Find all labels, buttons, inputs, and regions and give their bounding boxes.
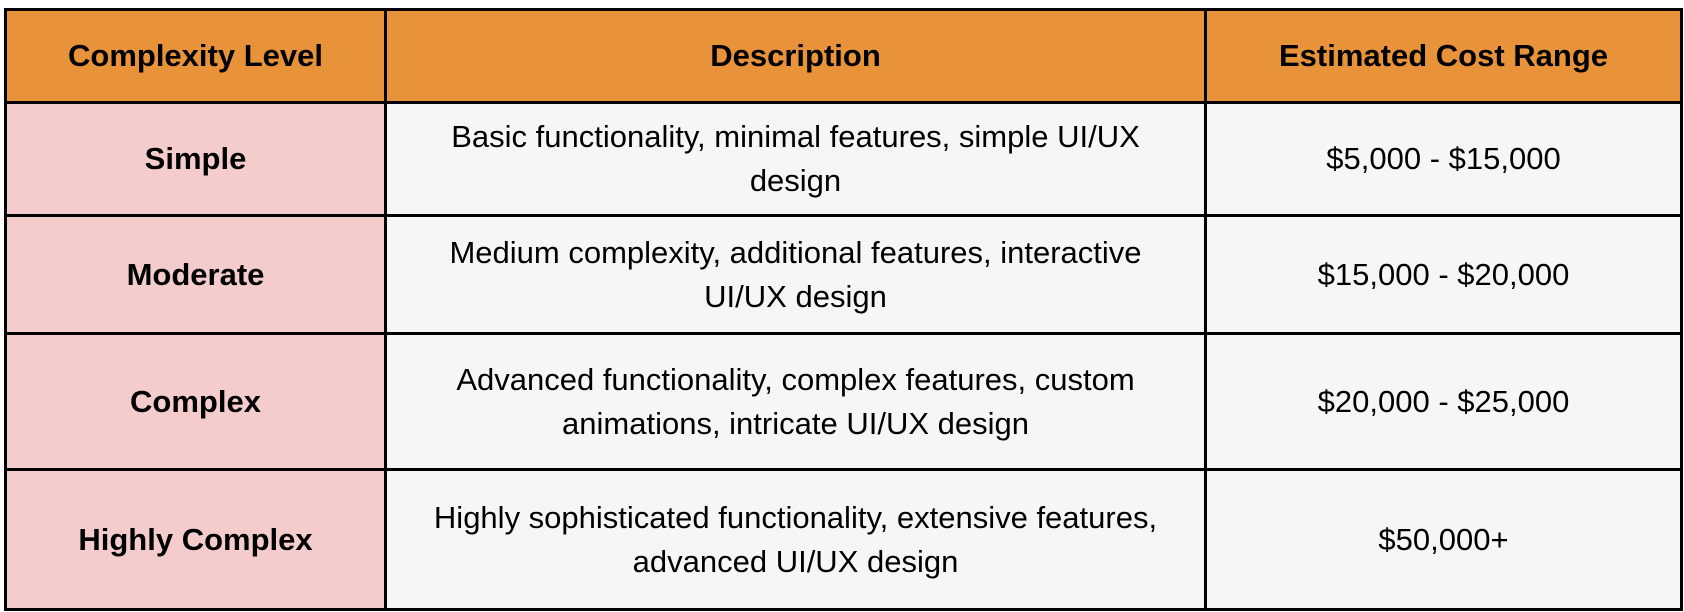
header-description: Description [384, 8, 1207, 104]
table-row: Complex Advanced functionality, complex … [4, 332, 1683, 471]
cost-range-cell: $15,000 - $20,000 [1204, 214, 1683, 335]
table-header-row: Complexity Level Description Estimated C… [4, 8, 1683, 104]
description-cell: Advanced functionality, complex features… [384, 332, 1207, 471]
cost-table: Complexity Level Description Estimated C… [4, 8, 1683, 611]
table-row: Moderate Medium complexity, additional f… [4, 214, 1683, 335]
description-cell: Basic functionality, minimal features, s… [384, 101, 1207, 217]
complexity-level-cell: Simple [4, 101, 387, 217]
cost-table-container: Complexity Level Description Estimated C… [4, 8, 1683, 611]
table-row: Simple Basic functionality, minimal feat… [4, 101, 1683, 217]
complexity-level-cell: Complex [4, 332, 387, 471]
cost-range-cell: $50,000+ [1204, 468, 1683, 611]
complexity-level-cell: Moderate [4, 214, 387, 335]
description-cell: Medium complexity, additional features, … [384, 214, 1207, 335]
complexity-level-cell: Highly Complex [4, 468, 387, 611]
table-row: Highly Complex Highly sophisticated func… [4, 468, 1683, 611]
header-complexity-level: Complexity Level [4, 8, 387, 104]
cost-range-cell: $5,000 - $15,000 [1204, 101, 1683, 217]
description-cell: Highly sophisticated functionality, exte… [384, 468, 1207, 611]
header-estimated-cost-range: Estimated Cost Range [1204, 8, 1683, 104]
cost-range-cell: $20,000 - $25,000 [1204, 332, 1683, 471]
